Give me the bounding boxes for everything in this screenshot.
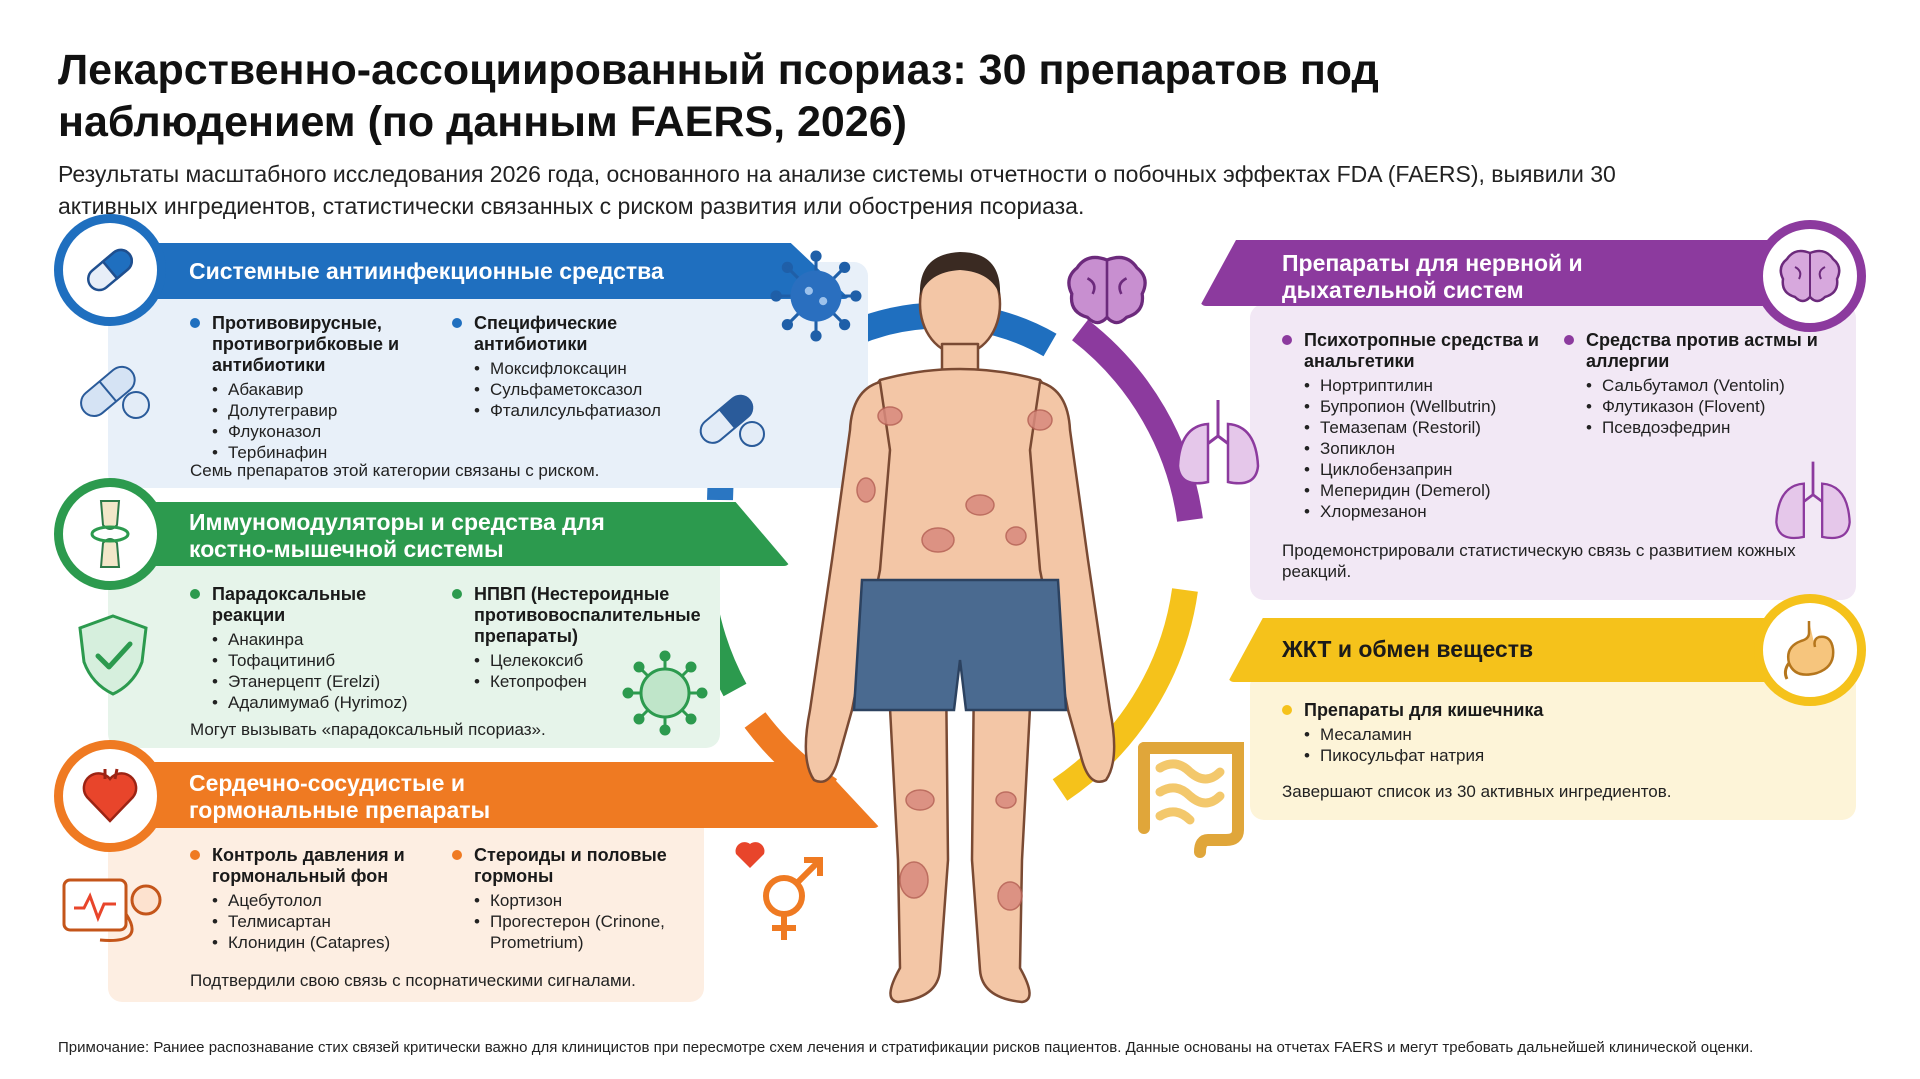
- pills-icon: [80, 365, 150, 419]
- intestines-icon: [1138, 742, 1244, 858]
- blood-pressure-icon: [62, 878, 162, 942]
- col-heading: Средства против астмы и аллергии: [1586, 330, 1818, 371]
- immuno-col1: Парадоксальные реакции Анакинра Тофацити…: [190, 584, 420, 713]
- shield-check-icon: [78, 614, 148, 696]
- list-item: Ацебутолол: [212, 890, 430, 911]
- neuro-title: Препараты для нервной и дыхательной сист…: [1282, 250, 1583, 303]
- col-heading: Психотропные средства и анальгетики: [1304, 330, 1539, 371]
- col-heading: Противовирусные, противогрибковые и анти…: [212, 313, 400, 375]
- gi-note: Завершают список из 30 активных ингредие…: [1282, 782, 1672, 801]
- list-item: Псевдоэфедрин: [1586, 417, 1834, 438]
- list-item: Сальбутамол (Ventolin): [1586, 375, 1834, 396]
- cardio-title: Сердечно-сосудистые и гормональные препа…: [189, 770, 491, 823]
- stomach-icon: [1754, 594, 1866, 706]
- list-item: Тербинафин: [212, 442, 430, 463]
- list-item: Клонидин (Catapres): [212, 932, 430, 953]
- list-item: Циклобензаприн: [1304, 459, 1552, 480]
- col-heading: Парадоксальные реакции: [212, 584, 367, 625]
- lungs-small-icon: [1775, 461, 1851, 540]
- cardio-band: [110, 762, 880, 828]
- list-item: Этанерцепт (Erelzi): [212, 671, 420, 692]
- brain-outline-icon: [1067, 255, 1147, 325]
- list-item: Фталилсульфатиазол: [474, 400, 692, 421]
- page-title: Лекарственно-ассоциированный псориаз: 30…: [58, 46, 1379, 146]
- immuno-title: Иммуномодуляторы и средства для костно-м…: [189, 509, 605, 562]
- list-item: Флутиказон (Flovent): [1586, 396, 1834, 417]
- list-item: Бупропион (Wellbutrin): [1304, 396, 1552, 417]
- neuro-col2: Средства против астмы и аллергии Сальбут…: [1564, 330, 1834, 438]
- list-item: Целекоксиб: [474, 650, 702, 671]
- anti-infective-col1: Противовирусные, противогрибковые и анти…: [190, 313, 430, 463]
- list-item: Абакавир: [212, 379, 430, 400]
- list-item: Долутегравир: [212, 400, 430, 421]
- immuno-band: [110, 502, 790, 566]
- list-item: Пикосульфат натрия: [1304, 745, 1642, 766]
- list-item: Меперидин (Demerol): [1304, 480, 1552, 501]
- col-heading: Контроль давления и гормональный фон: [212, 845, 405, 886]
- virus-icon: [770, 250, 862, 342]
- list-item: Хлормезанон: [1304, 501, 1552, 522]
- list-item: Телмисартан: [212, 911, 430, 932]
- col-heading: Специфические антибиотики: [474, 313, 618, 354]
- list-item: Сульфаметоксазол: [474, 379, 692, 400]
- immuno-note: Могут вызывать «парадоксальный псориаз».: [190, 720, 546, 739]
- anti-infective-title: Системные антиинфекционные средства: [189, 258, 664, 284]
- knee-joint-icon: [54, 478, 166, 590]
- list-item: Флуконазол: [212, 421, 430, 442]
- footnote: Примочание: Раниее распознавание стих св…: [58, 1039, 1754, 1056]
- neuro-band: [1200, 240, 1800, 306]
- anti-infective-col2: Специфические антибиотики Моксифлоксацин…: [452, 313, 692, 421]
- list-item: Моксифлоксацин: [474, 358, 692, 379]
- page-subtitle: Результаты масштабного исследования 2026…: [58, 161, 1616, 219]
- immuno-col2: НПВП (Нестероидные противовоспалительные…: [452, 584, 702, 692]
- brain-icon: [1754, 220, 1866, 332]
- list-item: Месаламин: [1304, 724, 1642, 745]
- anti-infective-band: [110, 243, 850, 299]
- list-item: Нортриптилин: [1304, 375, 1552, 396]
- anti-infective-note: Семь препаратов этой категории связаны с…: [190, 461, 600, 480]
- gender-symbol-icon: [735, 842, 823, 940]
- cardio-col2: Стероиды и половые гормоны Кортизон Прог…: [452, 845, 692, 953]
- cardio-note: Подтвердили свою связь с псорнатическими…: [190, 971, 636, 990]
- gi-band: [1228, 618, 1808, 682]
- gi-col1: Препараты для кишечника Месаламин Пикосу…: [1282, 700, 1642, 766]
- col-heading: Препараты для кишечника: [1304, 700, 1544, 720]
- list-item: Прогестерон (Crinone, Prometrium): [474, 911, 692, 953]
- col-heading: Стероиды и половые гормоны: [474, 845, 667, 886]
- list-item: Кетопрофен: [474, 671, 702, 692]
- col-heading: НПВП (Нестероидные противовоспалительные…: [474, 584, 701, 646]
- list-item: Адалимумаб (Hyrimoz): [212, 692, 420, 713]
- list-item: Темазепам (Restoril): [1304, 417, 1552, 438]
- cardio-col1: Контроль давления и гормональный фон Аце…: [190, 845, 430, 953]
- neuro-note: Продемонстрировали статистическую связь …: [1282, 541, 1796, 581]
- human-body-figure: [804, 252, 1116, 1004]
- list-item: Тофацитиниб: [212, 650, 420, 671]
- lungs-icon: [1176, 400, 1260, 485]
- germ-icon: [622, 650, 708, 736]
- list-item: Зопиклон: [1304, 438, 1552, 459]
- capsules-icon: [699, 394, 765, 447]
- capsule-icon: [54, 214, 166, 326]
- neuro-col1: Психотропные средства и анальгетики Норт…: [1282, 330, 1552, 522]
- heart-icon: [54, 740, 166, 852]
- list-item: Анакинра: [212, 629, 420, 650]
- gi-title: ЖКТ и обмен веществ: [1282, 636, 1534, 662]
- list-item: Кортизон: [474, 890, 692, 911]
